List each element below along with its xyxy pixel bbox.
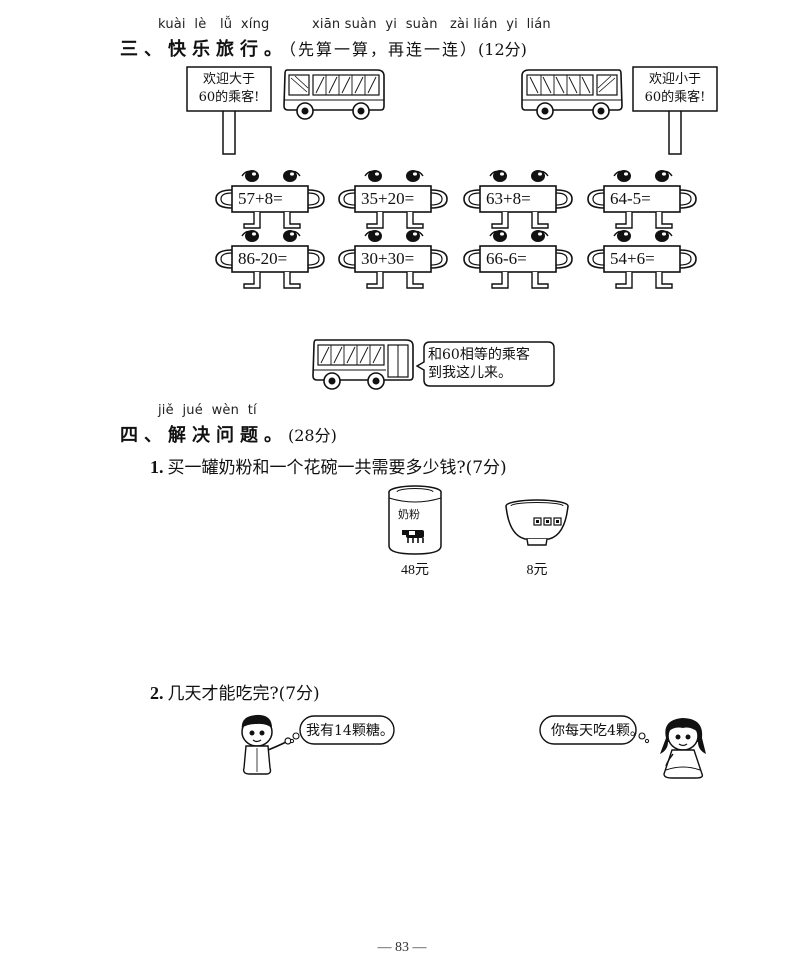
problem-1-text: 买一罐奶粉和一个花碗一共需要多少钱?(7分) bbox=[167, 458, 507, 478]
equation-card[interactable]: 30+30= bbox=[335, 226, 453, 290]
problem-2-number: 2. bbox=[150, 683, 164, 703]
sign-right: 欢迎小于 60的乘客! bbox=[632, 66, 718, 156]
equation-card[interactable]: 66-6= bbox=[460, 226, 578, 290]
bubble-center-line1: 和60相等的乘客 bbox=[428, 347, 530, 363]
equation-text: 57+8= bbox=[238, 189, 283, 208]
equation-text: 86-20= bbox=[238, 249, 288, 268]
equation-card[interactable]: 86-20= bbox=[212, 226, 330, 290]
sign-right-line2: 60的乘客! bbox=[644, 90, 706, 105]
equation-text: 66-6= bbox=[486, 249, 527, 268]
equation-card[interactable]: 54+6= bbox=[584, 226, 702, 290]
bus-right-icon bbox=[521, 69, 623, 120]
equation-text: 63+8= bbox=[486, 189, 531, 208]
sign-right-line1: 欢迎小于 bbox=[648, 72, 701, 87]
section4-title: 四、解决问题。 bbox=[120, 425, 288, 446]
pinyin-jiejue: jiě jué wèn tí bbox=[158, 403, 257, 418]
problem-2: 2.几天才能吃完?(7分) bbox=[150, 679, 320, 704]
bubble-center-line2: 到我这儿来。 bbox=[428, 365, 512, 381]
sign-left: 欢迎大于 60的乘客! bbox=[186, 66, 272, 156]
bus-center-icon bbox=[312, 339, 414, 390]
bus-left-icon bbox=[283, 69, 385, 120]
equation-card[interactable]: 57+8= bbox=[212, 166, 330, 230]
equation-text: 64-5= bbox=[610, 189, 651, 208]
equation-card[interactable]: 64-5= bbox=[584, 166, 702, 230]
section3-instruction: （先算一算，再连一连） bbox=[288, 40, 479, 59]
pinyin-xiansuan: xiān suàn yi suàn bbox=[312, 17, 438, 32]
equation-text: 30+30= bbox=[361, 249, 415, 268]
pinyin-zailian: zài lián yi lián bbox=[450, 17, 551, 32]
milk-can-icon bbox=[388, 485, 442, 555]
equation-text: 54+6= bbox=[610, 249, 655, 268]
section3-title: 三、快乐旅行。 bbox=[120, 39, 288, 60]
girl-cartoon-icon bbox=[660, 718, 706, 779]
problem-2-text: 几天才能吃完?(7分) bbox=[167, 684, 320, 704]
pinyin-kuaile: kuài lè bbox=[158, 17, 207, 32]
bubble-girl-text: 你每天吃4颗。 bbox=[551, 723, 644, 739]
thought-bubble-girl-icon bbox=[539, 715, 650, 745]
pinyin-lvxing: lǚ xíng bbox=[220, 17, 270, 32]
price-milk: 48元 bbox=[401, 563, 429, 578]
price-bowl: 8元 bbox=[526, 563, 548, 578]
milk-can-label: 奶粉 bbox=[398, 508, 420, 521]
sign-left-line1: 欢迎大于 bbox=[202, 72, 255, 87]
section3-score: (12分) bbox=[478, 40, 527, 59]
problem-1-number: 1. bbox=[150, 457, 164, 477]
sign-post-icon bbox=[186, 66, 272, 155]
bowl-icon bbox=[505, 499, 569, 546]
boy-cartoon-icon bbox=[241, 714, 292, 775]
page-number: — 83 — bbox=[377, 940, 427, 955]
speech-bubble-icon bbox=[416, 341, 555, 387]
equation-card[interactable]: 63+8= bbox=[460, 166, 578, 230]
problem-1: 1.买一罐奶粉和一个花碗一共需要多少钱?(7分) bbox=[150, 453, 507, 478]
section4-heading: 四、解决问题。(28分) bbox=[120, 421, 337, 447]
bubble-boy-text: 我有14颗糖。 bbox=[306, 723, 394, 739]
section3-heading: 三、快乐旅行。（先算一算，再连一连）(12分) bbox=[120, 35, 527, 61]
section4-score: (28分) bbox=[288, 426, 337, 445]
equation-card[interactable]: 35+20= bbox=[335, 166, 453, 230]
equation-text: 35+20= bbox=[361, 189, 415, 208]
sign-left-line2: 60的乘客! bbox=[198, 90, 260, 105]
thought-bubble-boy-icon bbox=[290, 715, 395, 745]
sign-post-icon bbox=[632, 66, 718, 155]
